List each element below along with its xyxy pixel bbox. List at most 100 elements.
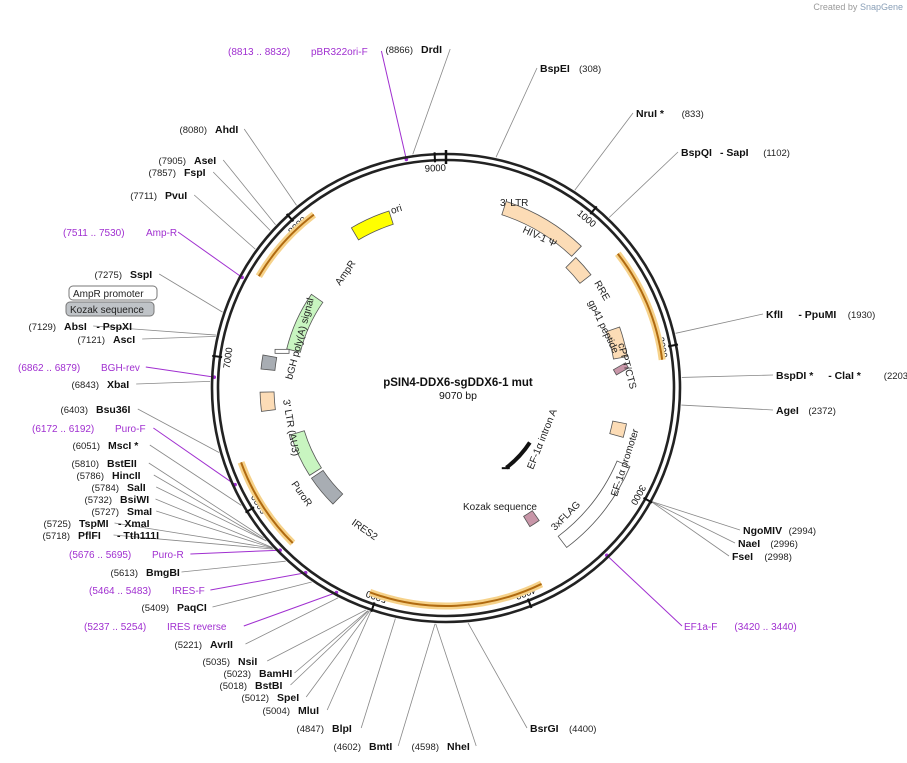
enzyme-name: BspEI [540, 63, 570, 75]
orf-arc [258, 213, 315, 277]
enzyme-position: (833) [682, 109, 704, 120]
enzyme-name: KflI [766, 309, 783, 321]
primer-leader [177, 231, 243, 278]
primer-name: Puro-R [152, 550, 184, 561]
enzyme-name: SalI [127, 482, 146, 494]
enzyme-name: FseI [732, 551, 753, 563]
enzyme-position: (5718) [43, 531, 70, 542]
enzyme-leader [608, 151, 679, 218]
enzyme-leader [574, 112, 634, 191]
orf-arcs [237, 211, 666, 610]
enzyme-position: (6843) [72, 380, 99, 391]
enzyme-name: DrdI [421, 44, 442, 56]
bp-tick [285, 213, 295, 222]
primer-range: (3420 .. 3440) [734, 622, 796, 633]
enzyme-leader [181, 560, 286, 573]
bp-tick [643, 496, 653, 504]
enzyme-position: (7711) [130, 191, 157, 202]
kozak-box [65, 301, 155, 317]
enzyme-position: (1102) [763, 148, 790, 159]
primer-name: BGH-rev [101, 363, 140, 374]
enzyme-name: AgeI [776, 405, 799, 417]
enzyme-leader [681, 374, 774, 378]
ampr-promoter-box [68, 285, 158, 301]
enzyme-leader [212, 171, 271, 231]
feature-ori [350, 210, 394, 241]
enzyme-name: BsrGI [530, 723, 559, 735]
enzyme-leader [360, 618, 396, 729]
enzyme-leader [153, 474, 267, 542]
enzyme-name: XbaI [107, 379, 129, 391]
enzyme-leader [435, 623, 477, 747]
enzyme-name: NruI * [636, 108, 665, 120]
enzyme-leader [326, 611, 372, 711]
enzyme-name: MluI [298, 705, 319, 717]
primer-leader [243, 592, 337, 627]
primer-name: IRES reverse [167, 622, 227, 633]
enzyme-leader [294, 610, 368, 674]
feature-ires-label: IRES2 [349, 517, 379, 543]
enzyme-name: MscI * [108, 440, 139, 452]
enzyme-position: (6051) [73, 441, 100, 452]
snapgene-logo: SnapGene [859, 2, 903, 12]
bp-tick-label: 9000 [425, 163, 447, 175]
enzyme-leader [114, 522, 273, 549]
feature-ampr-label: AmpR [333, 259, 358, 288]
enzyme-position: (7857) [149, 168, 176, 179]
enzyme-leader [681, 404, 774, 411]
bp-tick [667, 343, 679, 348]
feature-hiv-psi [565, 256, 592, 284]
primer-range: (6172 .. 6192) [32, 424, 94, 435]
enzyme-leader [113, 534, 274, 550]
enzyme-name-extra: - SapI [720, 147, 749, 159]
enzyme-name: AhdI [215, 124, 238, 136]
enzyme-name-extra: - ClaI * [828, 370, 862, 382]
feature-layer [259, 200, 631, 549]
bp-tick [245, 506, 255, 514]
enzyme-position: (4400) [569, 724, 596, 735]
enzyme-position: (2996) [770, 539, 797, 550]
enzyme-leader [193, 194, 256, 250]
map-title: pSIN4-DDX6-sgDDX6-1 mut [383, 377, 533, 389]
enzyme-leader [652, 501, 741, 531]
primer-leader [153, 427, 236, 486]
bp-tick [526, 598, 533, 609]
enzyme-name: FspI [184, 167, 206, 179]
enzyme-name-extra: - Tth111I [117, 530, 159, 542]
enzyme-position: (5221) [175, 640, 202, 651]
enzyme-name: AbsI [64, 321, 87, 333]
primer-leader [380, 50, 407, 160]
enzyme-position: (2994) [789, 526, 816, 537]
enzyme-position: (308) [579, 64, 601, 75]
feature-ltr3 [501, 200, 582, 257]
snapgene-credit: Created by SnapGene [813, 2, 903, 12]
enzyme-position: (5012) [242, 693, 269, 704]
feature-ampr [286, 293, 324, 353]
enzyme-position: (8866) [386, 45, 413, 56]
feature-ef1a-intron [505, 441, 532, 470]
enzyme-leader [305, 610, 370, 698]
enzyme-name: SpeI [277, 692, 299, 704]
enzyme-leader [93, 325, 217, 336]
enzyme-position: (1930) [848, 310, 875, 321]
enzyme-name: TspMI [79, 518, 109, 530]
feature-rre [605, 326, 628, 360]
enzyme-name: BmtI [369, 741, 392, 753]
enzyme-name: BsiWI [120, 494, 149, 506]
enzyme-position: (4598) [412, 742, 439, 753]
enzyme-leader [412, 48, 451, 155]
orf-arc [369, 583, 542, 607]
feature-kozak-label: Kozak sequence [463, 502, 537, 513]
enzyme-name: NgoMIV [743, 525, 782, 537]
primer-name: pBR322ori-F [311, 47, 368, 58]
feature-ltr-du3-label: 3' LTR (ΔU3) [280, 399, 301, 457]
bp-tick-label: 7000 [222, 347, 236, 369]
feature-gp41 [612, 362, 630, 376]
enzyme-leader [397, 623, 436, 747]
feature-flag [523, 510, 540, 528]
enzyme-name: NheI [447, 741, 470, 753]
enzyme-position: (5784) [92, 483, 119, 494]
primer-range: (5464 .. 5483) [89, 586, 151, 597]
